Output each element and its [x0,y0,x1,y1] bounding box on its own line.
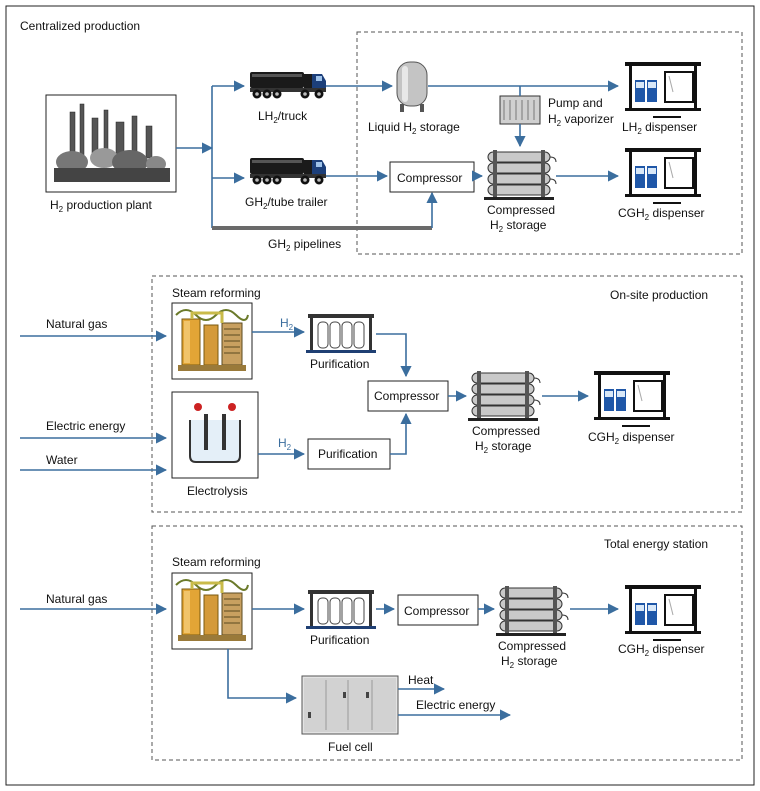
onsite-compressor-label: Compressor [374,389,439,403]
onsite-steam-reformer-icon [170,301,254,381]
purification-to-compressor-arrow-top [376,333,412,378]
total-compressor-box [397,594,479,626]
total-compressed-label-line2: H2 storage [501,654,558,670]
lh2-truck-label: LH2/truck [258,109,308,125]
centralized-compressed-storage-icon [483,149,557,201]
onsite-electric-energy-label: Electric energy [46,419,125,433]
onsite-purification-bottom-label: Purification [318,447,377,461]
onsite-natural-gas-label: Natural gas [46,317,107,331]
pump-vaporizer-icon [499,95,541,125]
total-cgh2-dispenser-icon [624,584,702,642]
total-compressed-label-line1: Compressed [498,639,566,653]
total-natural-gas-label: Natural gas [46,592,107,606]
purification-to-compressor-arrow-bottom [390,412,412,455]
centralized-compressed-label-line2: H2 storage [490,218,547,234]
onsite-cgh2-dispenser-icon [593,370,671,428]
lh2-truck-icon [250,72,326,99]
centralized-compressed-label-line1: Compressed [487,203,555,217]
outer-frame [5,5,755,786]
lh2-dispenser-icon [624,61,702,119]
onsite-h2-label-a: H2 [280,316,294,332]
pump-vaporizer-label-line1: Pump and [548,96,603,110]
onsite-water-label: Water [46,453,78,467]
onsite-purification-unit-icon [305,313,377,354]
onsite-purification-top-label: Purification [310,357,369,371]
delivery-region-box [356,31,743,255]
centralized-cgh2-dispenser-label: CGH2 dispenser [618,206,705,222]
gh2-pipeline-bar [212,226,432,230]
fuel-cell-label: Fuel cell [328,740,373,754]
total-cgh2-dispenser-label: CGH2 dispenser [618,642,705,658]
total-compressor-label: Compressor [404,604,469,618]
onsite-compressor-box [367,380,449,412]
onsite-compressed-storage-icon [467,370,541,422]
onsite-compressed-label-line2: H2 storage [475,439,532,455]
liquid-h2-storage-label: Liquid H2 storage [368,120,460,136]
heat-label: Heat [408,673,434,687]
gh2-pipelines-label: GH2 pipelines [268,237,341,253]
lh2-dispenser-label: LH2 dispenser [622,120,697,136]
total-steam-reforming-label: Steam reforming [172,555,261,569]
gh2-tube-trailer-label: GH2/tube trailer [245,195,327,211]
section-title-centralized: Centralized production [20,19,140,33]
onsite-cgh2-dispenser-label: CGH2 dispenser [588,430,675,446]
total-electric-energy-label: Electric energy [416,698,495,712]
total-purification-label: Purification [310,633,369,647]
onsite-region-box [151,275,743,513]
onsite-h2-label-b: H2 [278,436,292,452]
centralized-compressor-box [389,161,475,193]
reformer-to-fuel-cell-arrow [227,649,298,704]
onsite-steam-reforming-label: Steam reforming [172,286,261,300]
gh2-tube-trailer-icon [250,158,326,185]
electrolysis-label: Electrolysis [187,484,248,498]
pump-vaporizer-label-line2: H2 vaporizer [548,112,614,128]
total-compressed-storage-icon [495,585,569,637]
centralized-cgh2-dispenser-icon [624,147,702,205]
total-purification-unit-icon [305,589,377,630]
electrolysis-cell-icon [171,391,259,479]
total-energy-region-box [151,525,743,761]
onsite-purification-bottom-box [307,438,391,470]
fuel-cell-unit-icon [301,675,399,735]
production-plant-label: H2 production plant [50,198,153,214]
section-title-total: Total energy station [604,537,708,551]
total-steam-reformer-icon [170,571,254,651]
production-plant-illustration [45,94,177,193]
liquid-h2-tank-icon [396,61,428,112]
centralized-compressor-label: Compressor [397,171,462,185]
onsite-compressed-label-line1: Compressed [472,424,540,438]
section-title-onsite: On-site production [610,288,708,302]
